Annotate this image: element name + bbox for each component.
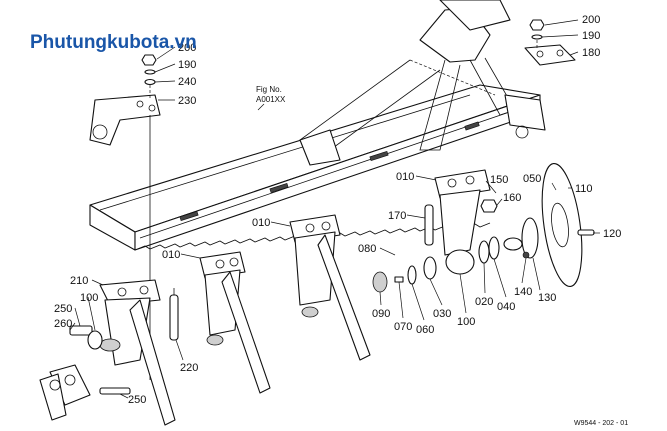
figure-ref-line2: A001XX: [256, 95, 286, 104]
shank-standard-010-b: [199, 251, 271, 394]
callout-190-left: 190: [178, 59, 196, 71]
callout-150: 150: [490, 174, 508, 186]
callout-250-lower: 250: [128, 394, 146, 406]
leader-lines: [69, 19, 600, 399]
callout-250-upper: 250: [54, 303, 72, 315]
callout-240: 240: [178, 76, 196, 88]
disc-blade-110: [541, 163, 595, 287]
callout-260: 260: [54, 318, 72, 330]
mount-bracket-230: [89, 94, 161, 146]
callout-010-c: 010: [252, 217, 270, 229]
figure-ref-line1: Fig No.: [256, 85, 282, 94]
shank-standard-010-c: [289, 214, 371, 361]
callout-170: 170: [388, 210, 406, 222]
callout-200-left: 200: [178, 42, 196, 54]
callout-220: 220: [180, 362, 198, 374]
callout-090: 090: [372, 308, 390, 320]
shank-standard-010-a: [424, 169, 498, 275]
callout-100-left: 100: [80, 292, 98, 304]
callout-050: 050: [523, 173, 541, 185]
callout-160: 160: [503, 192, 521, 204]
callout-010-b: 010: [162, 249, 180, 261]
callout-070: 070: [394, 321, 412, 333]
callout-labels: 200 190 240 230 200 190 180 Fig No. A001…: [54, 14, 621, 406]
main-frame: [89, 0, 546, 251]
callout-120: 120: [603, 228, 621, 240]
callout-230: 230: [178, 95, 196, 107]
callout-210: 210: [70, 275, 88, 287]
pin-220: [169, 288, 179, 341]
callout-180: 180: [582, 47, 600, 59]
mount-plate-180: [524, 44, 576, 66]
callout-030: 030: [433, 308, 451, 320]
drawing-code: W9544 - 202 - 01: [574, 420, 628, 427]
callout-190-right: 190: [582, 30, 600, 42]
callout-040: 040: [497, 301, 515, 313]
left-bolt-parts: [39, 325, 131, 421]
callout-110: 110: [575, 183, 593, 195]
shank-standard-210: [99, 279, 176, 426]
callout-010-a: 010: [396, 171, 414, 183]
callout-100-right: 100: [457, 316, 475, 328]
callout-020: 020: [475, 296, 493, 308]
callout-130: 130: [538, 292, 556, 304]
callout-200-right: 200: [582, 14, 600, 26]
hardware-stack-right: [529, 19, 545, 48]
callout-060: 060: [416, 324, 434, 336]
callout-140: 140: [514, 286, 532, 298]
callout-080: 080: [358, 243, 376, 255]
watermark-text: Phutungkubota.vn: [30, 32, 197, 53]
